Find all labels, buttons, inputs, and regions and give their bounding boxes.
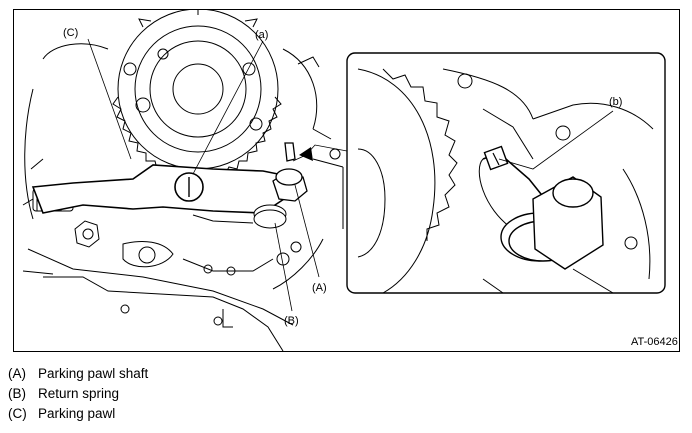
main-view — [22, 9, 344, 352]
legend-item-a: (A) Parking pawl shaft — [8, 364, 408, 384]
callout-a-upper: (A) — [312, 282, 327, 294]
legend: (A) Parking pawl shaft (B) Return spring (… — [8, 364, 408, 424]
legend-key-a: (A) — [8, 366, 26, 381]
illustration-figure: (C) (a) (A) (B) — [13, 9, 680, 352]
inset-pointer-arrow — [299, 147, 313, 161]
legend-key-b: (B) — [8, 386, 26, 401]
transmission-diagram: (C) (a) (A) (B) — [13, 9, 680, 352]
legend-key-c: (C) — [8, 406, 27, 421]
pawl-shaft — [272, 142, 308, 202]
legend-text-c: Parking pawl — [38, 406, 116, 421]
figure-id: AT-06426 — [631, 336, 678, 348]
callout-b-upper: (B) — [284, 315, 299, 327]
legend-text-a: Parking pawl shaft — [38, 366, 149, 381]
callout-b-inset: (b) — [609, 96, 622, 108]
callout-c: (C) — [63, 27, 78, 39]
callout-a-lower: (a) — [255, 29, 268, 41]
return-spring — [192, 204, 287, 229]
legend-text-b: Return spring — [38, 386, 120, 401]
inset-leader-b — [498, 110, 614, 170]
parking-pawl — [31, 164, 288, 214]
legend-item-c: (C) Parking pawl — [8, 404, 408, 424]
legend-item-b: (B) Return spring — [8, 384, 408, 404]
inset-detail-view: (b) — [346, 52, 666, 294]
